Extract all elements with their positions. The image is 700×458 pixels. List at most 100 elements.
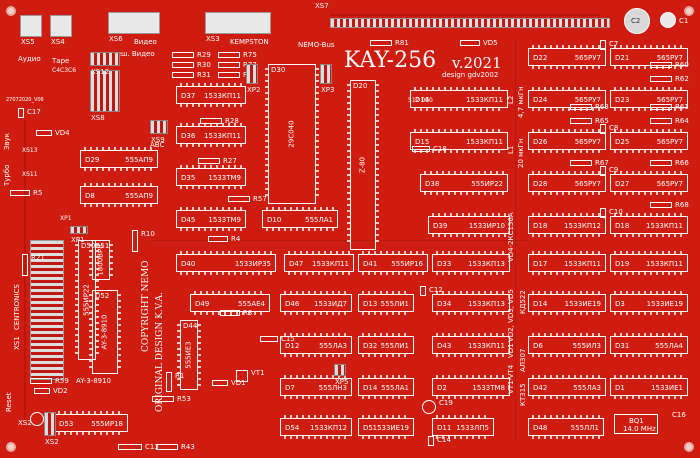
chip-pins [614,291,684,294]
chip-part: 555ЛА3 [573,383,601,392]
xs7-label: XS7 [315,2,329,10]
component-ref: R64 [675,117,689,125]
xp1-jumper[interactable]: XP1 [70,226,88,244]
chip-pins [436,333,506,336]
xs9-connector[interactable]: XS9 [150,120,168,144]
chip-pins [436,415,490,418]
chip-part: 555ИЛ3 [572,341,601,350]
mounting-hole [684,442,694,452]
c13-component: C13 [118,444,159,451]
chip-ref: D32 [363,341,378,350]
chip-pins [532,436,600,439]
r64-component: R64 [650,118,689,125]
xs7-connector[interactable] [330,18,610,28]
component-ref: R43 [181,443,195,451]
r77-component: R77 [218,62,257,69]
xs6-connector[interactable]: XS6 [108,12,160,43]
chip-ref: D47 [289,259,304,268]
r60-component: R60 [650,62,689,69]
turbo-label: Турбо [3,164,11,186]
c15-component: C15 [260,336,295,343]
chip-pins [532,87,602,90]
chip-part: 1533КП11 [466,137,503,146]
reset-label: Reset [5,392,13,412]
xs12-connector[interactable]: XS12 [90,52,120,76]
chip-pins [414,129,504,132]
r66-component: R66 [650,160,689,167]
component-ref: VD2 [53,387,68,395]
xs4-connector[interactable]: XS4 [50,15,72,46]
xp2-jumper[interactable]: XP2 [246,64,260,94]
chip-ref: D49 [195,299,210,308]
chip-part: 1533КП12 [564,221,601,230]
chip-pins [96,244,99,356]
chip-pins [177,324,180,386]
r10-component: R10 [132,230,155,252]
chip-pins [532,234,602,237]
chip-ref: D30 [271,66,286,74]
component-ref: R61 [675,103,689,111]
chip-ref: D11 [437,423,452,432]
chip-part: 555ИР16 [391,259,423,268]
chip-pins [614,251,684,254]
chip-pins [284,312,348,315]
connector-ref: XS2 [45,438,59,446]
c2-capacitor: C2 [624,8,650,34]
centronics-label: CENTRONICS [13,284,21,330]
chip-pins [180,165,242,168]
copyright-text: COPYRIGHT NEMO [141,260,151,352]
chip-ref: D26 [533,137,548,146]
board-version: v.2021 [452,54,502,72]
chip-part: 1533ЛП5 [456,423,489,432]
component-ref: R5 [33,189,43,197]
xs13-label: XS13 [22,147,38,154]
chip-pins [362,312,410,315]
chip-pins [614,87,684,90]
xp3-jumper[interactable]: XP3 [320,64,334,94]
r63-component: R63 [570,104,609,111]
video-label: Видео [134,38,157,46]
c19-component: C19 [422,400,453,414]
xs8-connector[interactable]: XS8 [90,70,120,122]
component-ref: VD4 [55,129,70,137]
xs2-connector[interactable]: XS2 [44,412,59,446]
vd5-component: VD5 [460,40,498,47]
rev-label: 27072020_V06 [6,97,44,103]
chip-pins [362,291,410,294]
component-ref: C9 [609,166,619,174]
chip-pins [347,84,350,246]
nemo-bus-label: NEMO-Bus [298,41,335,49]
chip-ref: D29 [85,155,100,164]
abc-label: АВС [150,141,165,149]
xs3-connector[interactable]: XS3 [205,12,271,43]
chip-pins [284,415,348,418]
component-ref: R4 [231,235,241,243]
chip-pins [362,272,424,275]
xs5-connector[interactable]: XS5 [20,15,42,46]
chip-pins [614,234,684,237]
c7-component: C7 [600,40,618,50]
chip-pins [532,251,602,254]
chip-part: 1533КП11 [466,95,503,104]
component-ref: R21 [31,254,45,262]
chip-part: 555ИР18 [91,419,123,428]
c18-component: C18 [412,146,447,153]
chip-part: 1533ТМ9 [208,215,241,224]
component-ref: C15 [281,335,295,343]
chip-pins [614,333,684,336]
chip-pins [362,436,410,439]
chip-pins [614,375,684,378]
r29-component: R29 [172,52,211,59]
xp5-jumper[interactable]: XP5 [334,364,348,386]
xs1-connector[interactable] [30,240,64,380]
chip-ref: D6 [533,341,543,350]
